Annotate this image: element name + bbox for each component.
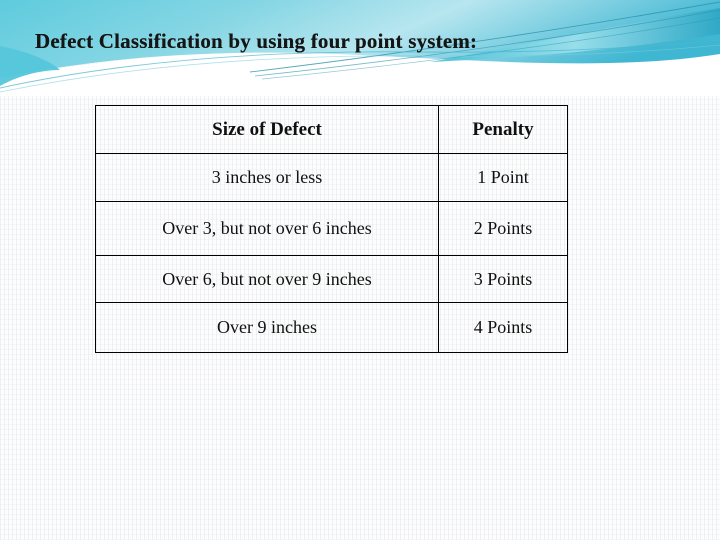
page-title: Defect Classification by using four poin… xyxy=(35,29,478,53)
cell-penalty: 3 Points xyxy=(438,255,568,303)
cell-penalty: 4 Points xyxy=(438,302,568,353)
cell-size-of-defect: Over 3, but not over 6 inches xyxy=(95,201,439,256)
column-header-penalty: Penalty xyxy=(438,105,568,154)
table-row: 3 inches or less 1 Point xyxy=(95,153,568,202)
cell-size-of-defect: 3 inches or less xyxy=(95,153,439,202)
cell-penalty: 1 Point xyxy=(438,153,568,202)
table-row: Over 3, but not over 6 inches 2 Points xyxy=(95,201,568,256)
table-row: Over 9 inches 4 Points xyxy=(95,302,568,353)
column-header-size-of-defect: Size of Defect xyxy=(95,105,439,154)
table-head: Size of Defect Penalty xyxy=(95,105,568,154)
cell-size-of-defect: Over 9 inches xyxy=(95,302,439,353)
defect-classification-table: Size of Defect Penalty 3 inches or less … xyxy=(95,105,568,353)
table-row: Over 6, but not over 9 inches 3 Points xyxy=(95,255,568,303)
table-header-row: Size of Defect Penalty xyxy=(95,105,568,154)
cell-penalty: 2 Points xyxy=(438,201,568,256)
table-body: 3 inches or less 1 Point Over 3, but not… xyxy=(95,153,568,353)
cell-size-of-defect: Over 6, but not over 9 inches xyxy=(95,255,439,303)
